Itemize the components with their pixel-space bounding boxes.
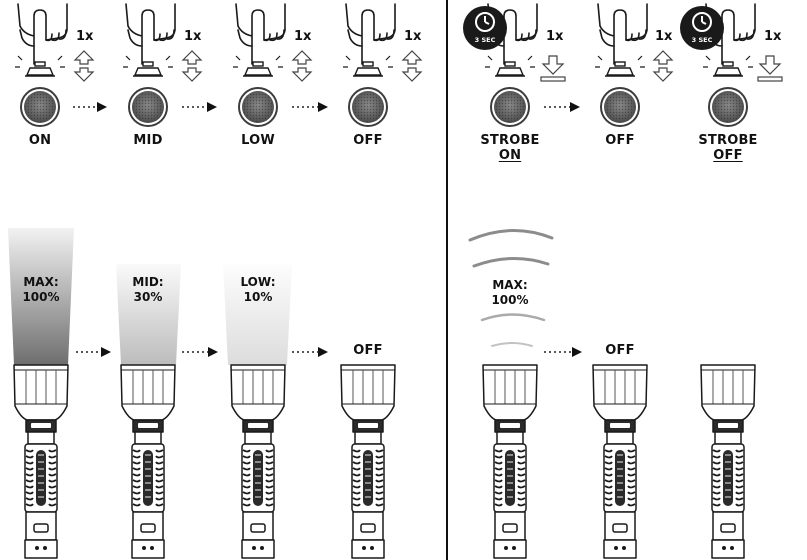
switch-button-3 xyxy=(238,87,278,127)
clock-icon xyxy=(692,12,712,32)
mode-label-strobe-on: STROBE ON xyxy=(480,133,539,163)
mode-label-off: OFF xyxy=(353,133,383,148)
bottom-left-off-label: OFF xyxy=(353,343,383,358)
beam-label-max: MAX: 100% xyxy=(22,275,59,305)
arrow-low-to-off-beam xyxy=(292,347,328,357)
arrow-mid-to-low xyxy=(182,102,217,112)
switch-button-7 xyxy=(708,87,748,127)
flashlight-icon-low xyxy=(230,364,286,559)
strobe-on-line2: ON xyxy=(498,148,522,163)
mode-label-on: ON xyxy=(28,133,52,148)
strobe-beam-name: MAX: xyxy=(492,278,528,292)
pressing-hand-icon-2 xyxy=(123,3,176,77)
switch-button-1 xyxy=(20,87,60,127)
arrow-mid-to-low-beam xyxy=(182,347,218,357)
bottom-right-off-label: OFF xyxy=(605,343,635,358)
flashlight-icon-strobe-off xyxy=(592,364,648,559)
beam-low xyxy=(223,264,292,365)
arrow-on-to-mid xyxy=(73,102,107,112)
arrow-strobe-to-off xyxy=(544,347,582,357)
beam-label-mid-value: 30% xyxy=(133,290,163,304)
hold-3-sec-badge-1: 3 SEC xyxy=(463,6,507,50)
click-count-2: 1x xyxy=(184,29,202,44)
beam-label-max-name: MAX: xyxy=(23,275,59,289)
arrow-low-to-off xyxy=(292,102,328,112)
click-count-6: 1x xyxy=(655,29,673,44)
click-count-3: 1x xyxy=(294,29,312,44)
press-release-arrow-icon-1 xyxy=(73,50,95,82)
press-release-arrow-icon-5 xyxy=(652,50,674,82)
arrow-strobe-on-to-off xyxy=(544,102,580,112)
switch-button-6 xyxy=(600,87,640,127)
press-hold-arrow-icon-1 xyxy=(540,55,566,82)
click-count-1: 1x xyxy=(76,29,94,44)
switch-button-2 xyxy=(128,87,168,127)
strobe-beam-value: 100% xyxy=(491,293,529,307)
flashlight-icon-off xyxy=(340,364,396,559)
strobe-off-line1: STROBE xyxy=(698,133,758,148)
pressing-hand-icon-3 xyxy=(233,3,286,77)
switch-button-4 xyxy=(348,87,388,127)
click-count-7: 1x xyxy=(764,29,782,44)
mode-label-low: LOW xyxy=(241,133,275,148)
switch-button-5 xyxy=(490,87,530,127)
press-release-arrow-icon-2 xyxy=(181,50,203,82)
press-release-arrow-icon-3 xyxy=(291,50,313,82)
beam-label-low: LOW: 10% xyxy=(240,275,275,305)
pressing-hand-icon-1 xyxy=(15,3,68,77)
section-divider xyxy=(446,0,448,560)
beam-label-mid-name: MID: xyxy=(132,275,164,289)
beam-label-max-value: 100% xyxy=(22,290,60,304)
beam-mid xyxy=(116,264,181,365)
hold-3-sec-text-2: 3 SEC xyxy=(691,36,713,44)
pressing-hand-icon-6 xyxy=(595,3,648,77)
strobe-beam-label: MAX: 100% xyxy=(491,278,528,308)
mode-label-strobe-off-mode: OFF xyxy=(605,133,635,148)
mode-label-strobe-off: STROBE OFF xyxy=(698,133,757,163)
flashlight-icon-max xyxy=(13,364,69,559)
flashlight-icon-strobe xyxy=(482,364,538,559)
hold-3-sec-badge-2: 3 SEC xyxy=(680,6,724,50)
strobe-on-line1: STROBE xyxy=(480,133,540,148)
press-release-arrow-icon-4 xyxy=(401,50,423,82)
beam-label-mid: MID: 30% xyxy=(132,275,163,305)
mode-label-mid: MID xyxy=(133,133,163,148)
strobe-off-line2: OFF xyxy=(713,148,743,163)
pressing-hand-icon-4 xyxy=(343,3,396,77)
clock-icon xyxy=(475,12,495,32)
arrow-max-to-mid xyxy=(76,347,111,357)
strobe-waves xyxy=(468,229,554,347)
beam-max xyxy=(8,228,74,365)
hold-3-sec-text-1: 3 SEC xyxy=(474,36,496,44)
click-count-4: 1x xyxy=(404,29,422,44)
beam-label-low-name: LOW: xyxy=(240,275,276,289)
click-count-5: 1x xyxy=(546,29,564,44)
press-hold-arrow-icon-2 xyxy=(757,55,783,82)
flashlight-icon-strobe-off-2 xyxy=(700,364,756,559)
flashlight-icon-mid xyxy=(120,364,176,559)
beam-label-low-value: 10% xyxy=(243,290,273,304)
